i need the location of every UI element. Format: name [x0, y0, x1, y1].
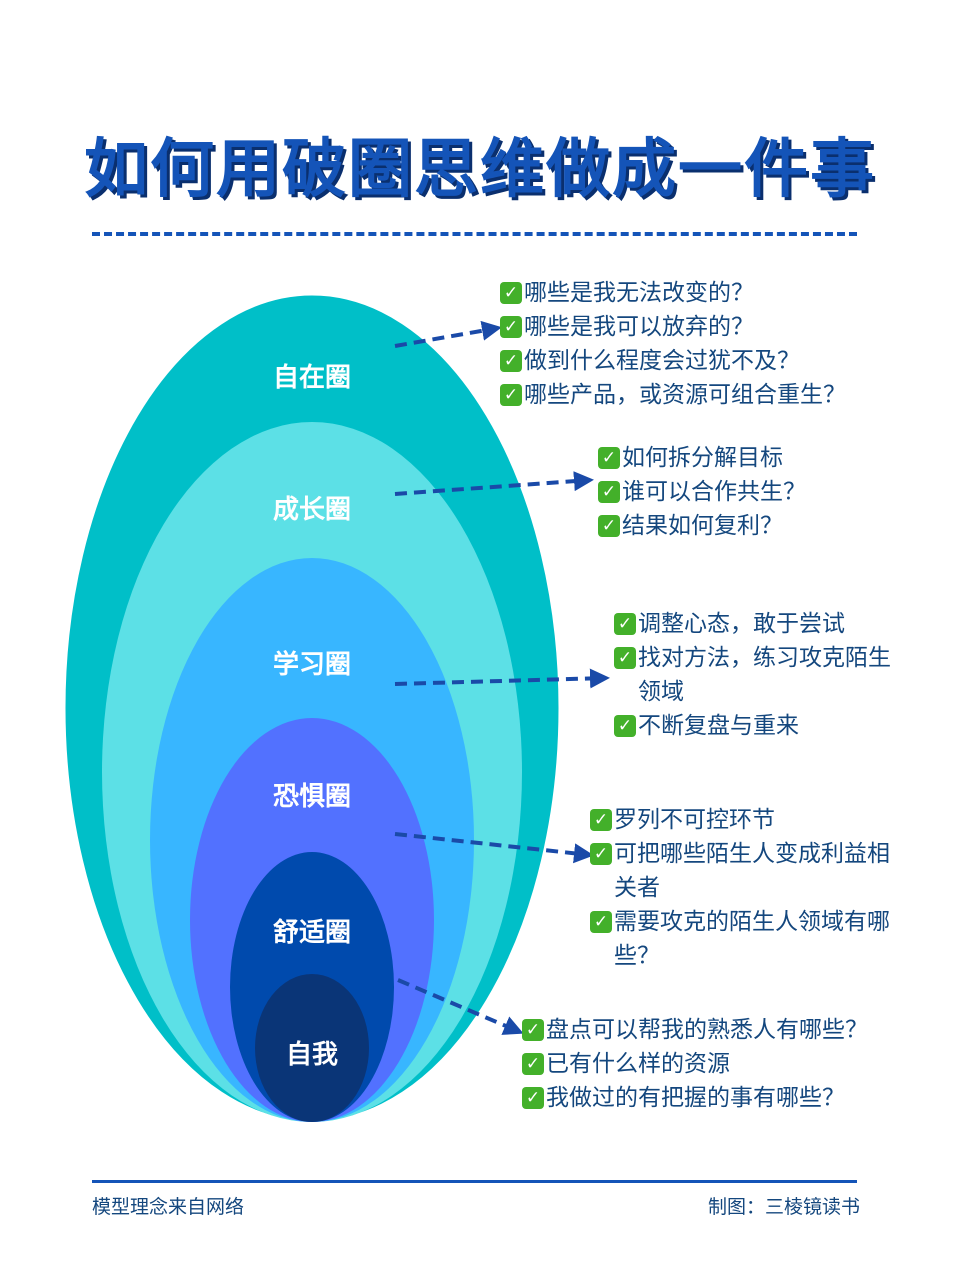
page-title: 如何用破圈思维做成一件事 — [84, 133, 876, 207]
list-item: ✓调整心态，敢于尝试 — [614, 607, 904, 641]
checkmark-icon: ✓ — [500, 384, 522, 406]
checkmark-icon: ✓ — [522, 1053, 544, 1075]
footer-source: 模型理念来自网络 — [92, 1196, 245, 1218]
checkmark-icon: ✓ — [522, 1019, 544, 1041]
list-item: ✓找对方法，练习攻克陌生领域 — [614, 641, 904, 709]
footer-credit: 制图：三棱镜读书 — [707, 1196, 860, 1218]
list-item: ✓我做过的有把握的事有哪些？ — [522, 1081, 942, 1115]
list-item: ✓需要攻克的陌生人领域有哪些？ — [590, 905, 900, 973]
checkmark-icon: ✓ — [522, 1087, 544, 1109]
ring-label-self: 自我 — [285, 1040, 338, 1070]
list-item: ✓已有什么样的资源 — [522, 1047, 942, 1081]
notes-comfort-self: ✓盘点可以帮我的熟悉人有哪些？ ✓已有什么样的资源 ✓我做过的有把握的事有哪些？ — [522, 1013, 942, 1115]
checkmark-icon: ✓ — [590, 809, 612, 831]
list-item: ✓盘点可以帮我的熟悉人有哪些？ — [522, 1013, 942, 1047]
checkmark-icon: ✓ — [590, 911, 612, 933]
list-item: ✓不断复盘与重来 — [614, 709, 904, 743]
checkmark-icon: ✓ — [500, 350, 522, 372]
ring-label-comfort: 舒适圈 — [272, 918, 351, 948]
ring-label-growth: 成长圈 — [272, 495, 351, 525]
arrow-1 — [394, 320, 502, 348]
checkmark-icon: ✓ — [500, 316, 522, 338]
list-item: ✓谁可以合作共生？ — [598, 475, 928, 509]
notes-learning: ✓调整心态，敢于尝试 ✓找对方法，练习攻克陌生领域 ✓不断复盘与重来 — [614, 607, 904, 743]
notes-self-at-ease: ✓哪些是我无法改变的？ ✓哪些是我可以放弃的？ ✓做到什么程度会过犹不及？ ✓哪… — [500, 276, 920, 412]
checkmark-icon: ✓ — [614, 613, 636, 635]
list-item: ✓如何拆分解目标 — [598, 441, 928, 475]
arrow-3 — [394, 668, 610, 689]
arrow-5 — [397, 978, 524, 1035]
footer-divider — [92, 1180, 857, 1183]
title-divider — [92, 232, 857, 236]
ring-self — [255, 974, 369, 1122]
ring-label-fear: 恐惧圈 — [272, 782, 351, 812]
checkmark-icon: ✓ — [598, 481, 620, 503]
list-item: ✓哪些是我无法改变的？ — [500, 276, 920, 310]
list-item: ✓哪些是我可以放弃的？ — [500, 310, 920, 344]
notes-fear: ✓罗列不可控环节 ✓可把哪些陌生人变成利益相关者 ✓需要攻克的陌生人领域有哪些？ — [590, 803, 900, 973]
arrow-4 — [394, 832, 594, 864]
checkmark-icon: ✓ — [598, 447, 620, 469]
checkmark-icon: ✓ — [598, 515, 620, 537]
list-item: ✓哪些产品，或资源可组合重生？ — [500, 378, 920, 412]
list-item: ✓罗列不可控环节 — [590, 803, 900, 837]
checkmark-icon: ✓ — [614, 715, 636, 737]
arrow-2 — [394, 471, 594, 496]
ring-label-self-at-ease: 自在圈 — [272, 363, 351, 393]
list-item: ✓可把哪些陌生人变成利益相关者 — [590, 837, 900, 905]
list-item: ✓做到什么程度会过犹不及？ — [500, 344, 920, 378]
ring-label-learning: 学习圈 — [272, 650, 351, 680]
notes-growth: ✓如何拆分解目标 ✓谁可以合作共生？ ✓结果如何复利？ — [598, 441, 928, 543]
list-item: ✓结果如何复利？ — [598, 509, 928, 543]
checkmark-icon: ✓ — [614, 647, 636, 669]
checkmark-icon: ✓ — [590, 843, 612, 865]
checkmark-icon: ✓ — [500, 282, 522, 304]
